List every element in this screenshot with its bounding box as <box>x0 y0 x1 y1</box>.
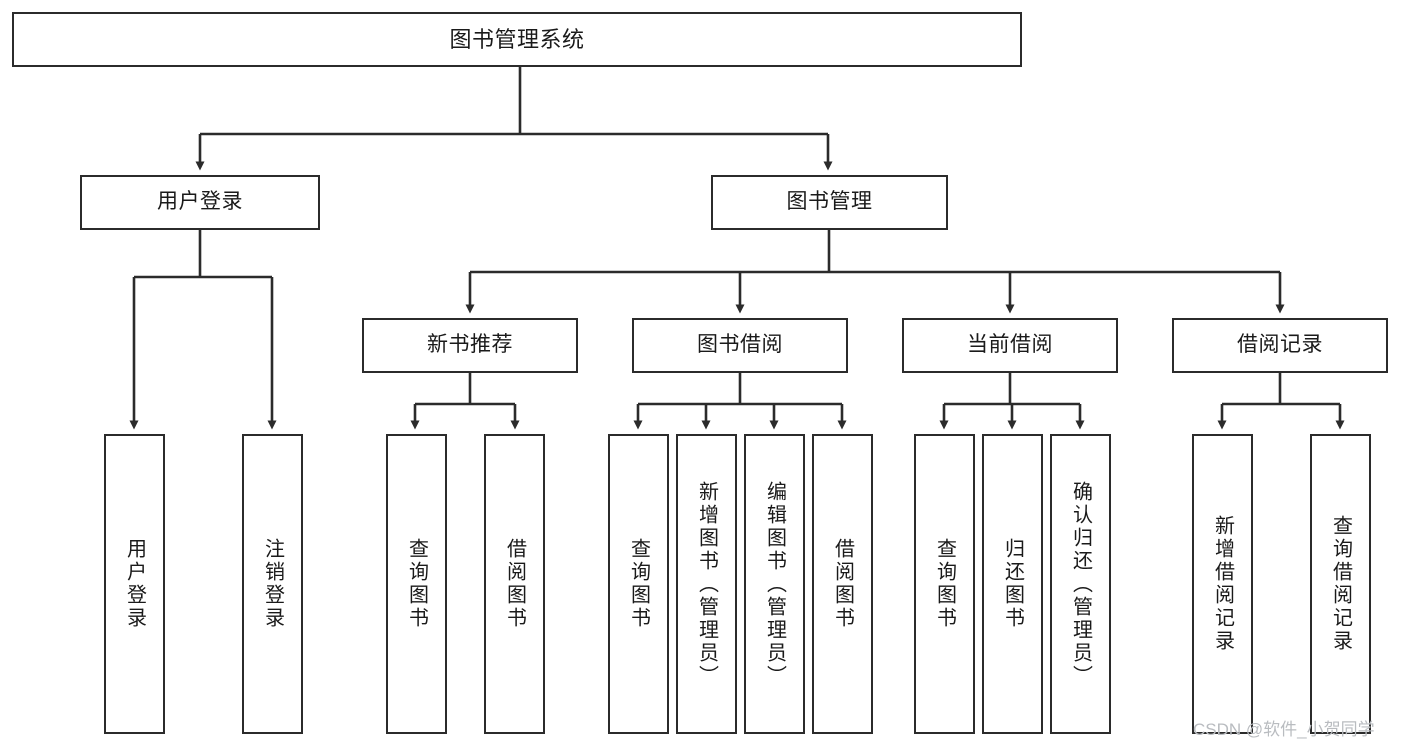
leaf-user-login-label: 用户登录 <box>123 538 146 630</box>
leaf-query-book-1[interactable]: 查询图书 <box>386 434 447 734</box>
leaf-borrow-book-1[interactable]: 借阅图书 <box>484 434 545 734</box>
leaf-logout-login[interactable]: 注销登录 <box>242 434 303 734</box>
node-new-book-recommend[interactable]: 新书推荐 <box>362 318 578 373</box>
leaf-confirm-return[interactable]: 确认归还（管理员） <box>1050 434 1111 734</box>
leaf-return-book[interactable]: 归还图书 <box>982 434 1043 734</box>
node-book-manage-label: 图书管理 <box>786 190 873 214</box>
leaf-query-book-1-label: 查询图书 <box>405 538 428 630</box>
leaf-return-book-label: 归还图书 <box>1001 538 1024 630</box>
node-current-borrow[interactable]: 当前借阅 <box>902 318 1118 373</box>
leaf-query-record[interactable]: 查询借阅记录 <box>1310 434 1371 734</box>
node-book-borrow-label: 图书借阅 <box>697 333 783 357</box>
leaf-confirm-return-label: 确认归还（管理员） <box>1069 480 1092 688</box>
node-book-borrow[interactable]: 图书借阅 <box>632 318 848 373</box>
node-book-manage[interactable]: 图书管理 <box>711 175 948 230</box>
leaf-borrow-book-1-label: 借阅图书 <box>503 538 526 630</box>
node-root-label: 图书管理系统 <box>449 26 585 52</box>
node-user-login[interactable]: 用户登录 <box>80 175 320 230</box>
leaf-query-book-3[interactable]: 查询图书 <box>914 434 975 734</box>
leaf-add-book-admin-label: 新增图书（管理员） <box>695 480 718 688</box>
leaf-query-record-label: 查询借阅记录 <box>1329 515 1352 653</box>
leaf-edit-book-admin[interactable]: 编辑图书（管理员） <box>744 434 805 734</box>
node-borrow-record[interactable]: 借阅记录 <box>1172 318 1388 373</box>
leaf-edit-book-admin-label: 编辑图书（管理员） <box>763 480 786 688</box>
leaf-user-login[interactable]: 用户登录 <box>104 434 165 734</box>
leaf-query-book-3-label: 查询图书 <box>933 538 956 630</box>
leaf-add-record-label: 新增借阅记录 <box>1211 515 1234 653</box>
leaf-add-book-admin[interactable]: 新增图书（管理员） <box>676 434 737 734</box>
node-borrow-record-label: 借阅记录 <box>1237 333 1323 357</box>
leaf-query-book-2[interactable]: 查询图书 <box>608 434 669 734</box>
node-new-book-recommend-label: 新书推荐 <box>427 333 513 357</box>
leaf-borrow-book-2[interactable]: 借阅图书 <box>812 434 873 734</box>
leaf-borrow-book-2-label: 借阅图书 <box>831 538 854 630</box>
csdn-watermark: CSDN @软件_小贺同学 <box>1193 720 1375 739</box>
leaf-logout-login-label: 注销登录 <box>261 538 284 630</box>
node-root[interactable]: 图书管理系统 <box>12 12 1022 67</box>
leaf-add-record[interactable]: 新增借阅记录 <box>1192 434 1253 734</box>
node-current-borrow-label: 当前借阅 <box>967 333 1053 357</box>
leaf-query-book-2-label: 查询图书 <box>627 538 650 630</box>
node-user-login-label: 用户登录 <box>157 190 243 214</box>
